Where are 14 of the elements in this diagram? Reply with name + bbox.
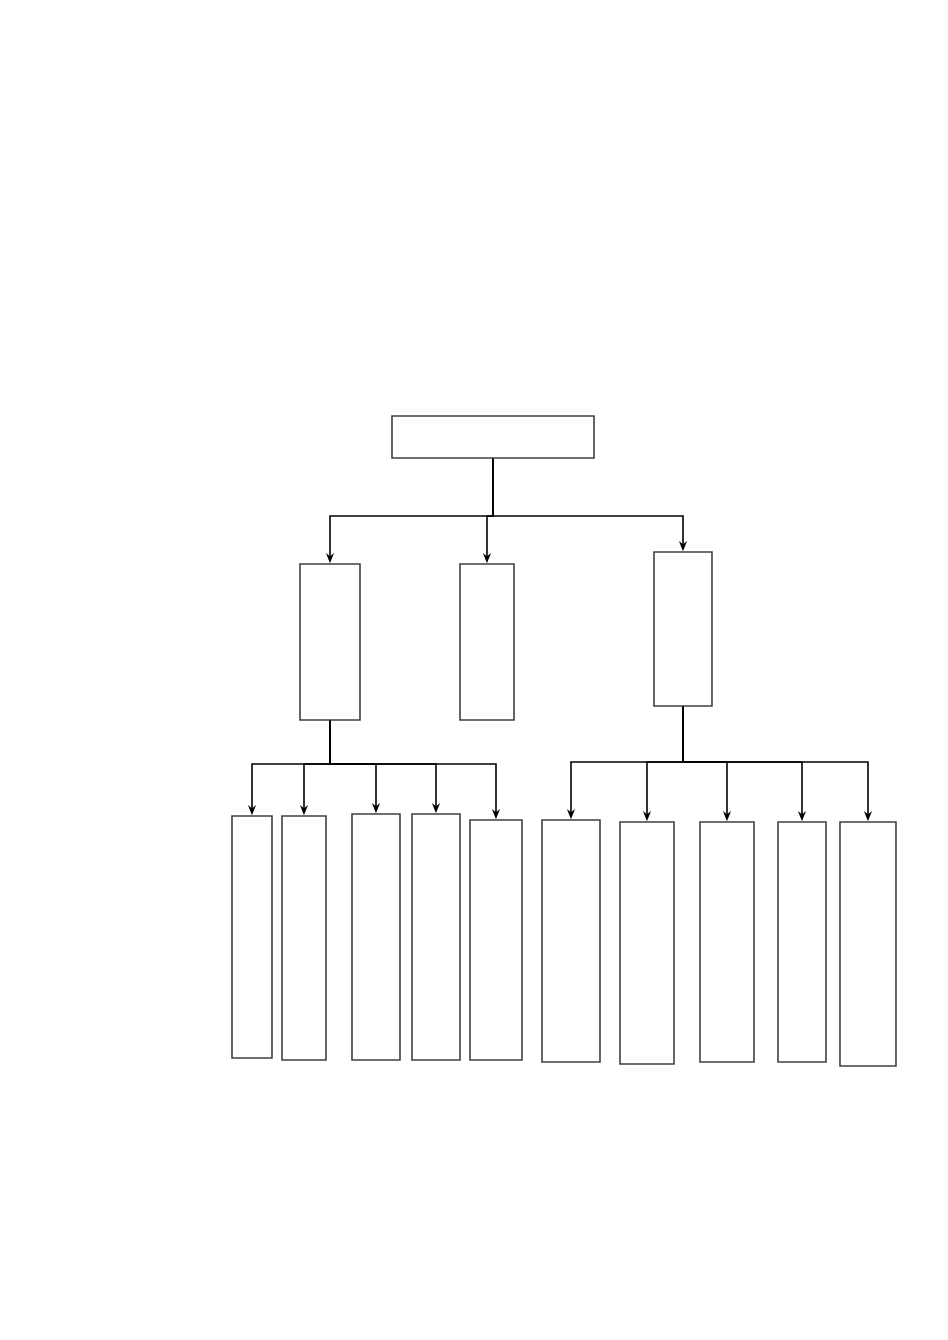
empty-box xyxy=(699,821,755,1063)
empty-box xyxy=(839,821,897,1067)
empty-box xyxy=(391,415,595,459)
empty-box xyxy=(351,813,401,1061)
empty-box xyxy=(619,821,675,1065)
empty-box xyxy=(469,819,523,1061)
empty-box xyxy=(653,551,713,707)
empty-box xyxy=(231,815,273,1059)
empty-box xyxy=(541,819,601,1063)
empty-box xyxy=(299,563,361,721)
empty-box xyxy=(777,821,827,1063)
empty-box xyxy=(411,813,461,1061)
empty-box xyxy=(459,563,515,721)
empty-box xyxy=(281,815,327,1061)
